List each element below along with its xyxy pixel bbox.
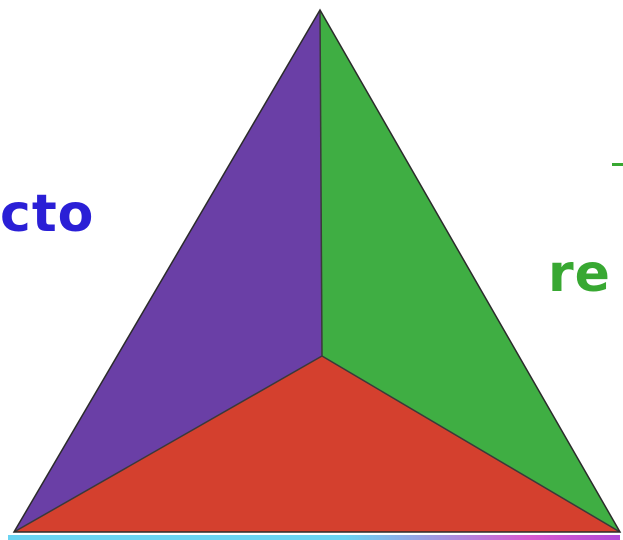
- outline: [12, 8, 622, 533]
- center-edge: [319, 9, 323, 357]
- base-edge: [8, 535, 620, 540]
- left-label: cto: [0, 184, 95, 244]
- left-inner-edge: [13, 355, 323, 533]
- bottom-face: [14, 356, 620, 532]
- right-label: re: [548, 244, 611, 304]
- right-label-fragment: [612, 160, 623, 184]
- right-inner-edge: [321, 355, 621, 533]
